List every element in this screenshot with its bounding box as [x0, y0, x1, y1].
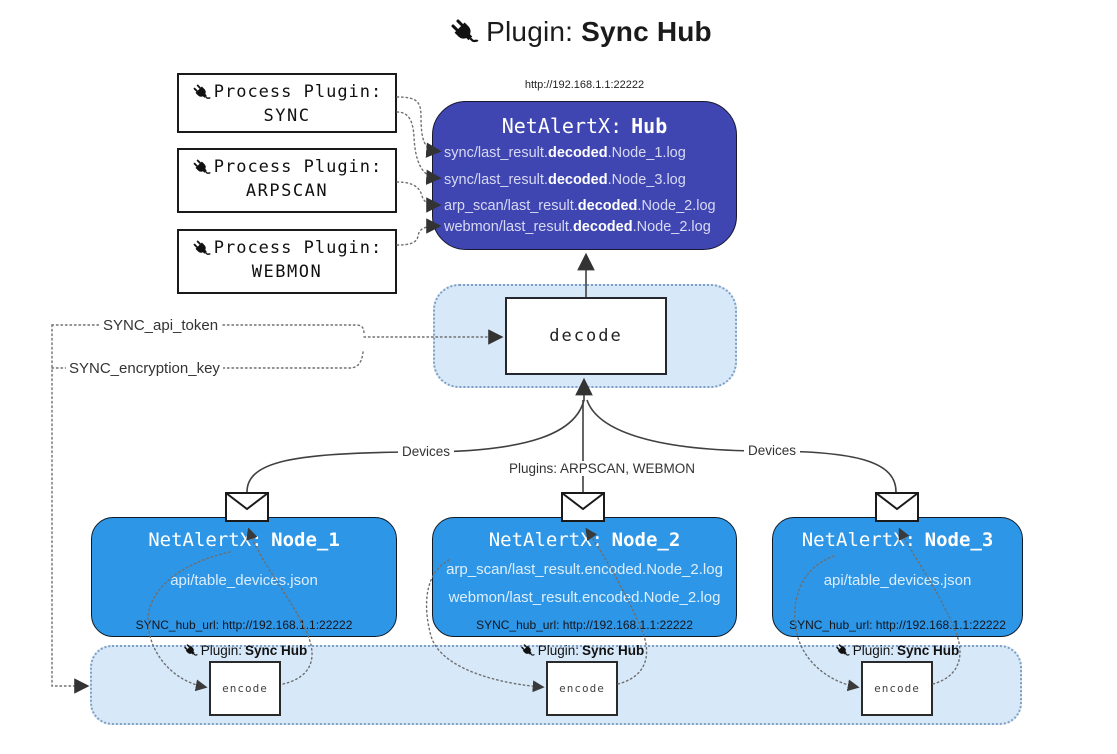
plug-icon: [182, 643, 198, 658]
node-title-prefix: NetAlertX:: [148, 529, 263, 551]
process-plugin-name: SYNC: [263, 106, 311, 126]
log-post: .Node_2.log: [637, 198, 716, 214]
sync-encryption-key-label: SYNC_encryption_key: [66, 360, 223, 377]
plug-icon: [191, 238, 211, 258]
log-pre: sync/last_result.: [444, 145, 548, 161]
encode-box: encode: [861, 661, 933, 716]
encode-box: encode: [209, 661, 281, 716]
title-name: Sync Hub: [581, 16, 712, 47]
devices-edge-label-right: Devices: [744, 443, 801, 458]
hub-title-name: Hub: [631, 114, 668, 138]
node-file: api/table_devices.json: [823, 572, 972, 589]
hub-title: NetAlertX: Hub: [433, 114, 736, 138]
node-title: NetAlertX: Node_3: [773, 529, 1022, 551]
log-pre: arp_scan/last_result.: [444, 198, 578, 214]
plug-icon: [449, 17, 480, 47]
node-box-node-1: NetAlertX:Node_1 api/table_devices.json …: [91, 517, 397, 637]
edge-sync-to-log2: [396, 111, 442, 186]
hub-title-prefix: NetAlertX:: [501, 114, 623, 138]
log-pre: sync/last_result.: [444, 172, 548, 188]
badge-prefix: Plugin:: [537, 643, 579, 658]
log-bold: decoded: [572, 219, 633, 235]
process-plugin-box-sync: Process Plugin: SYNC: [177, 73, 397, 133]
process-plugin-name: WEBMON: [251, 262, 323, 282]
process-plugin-box-webmon: Process Plugin: WEBMON: [177, 229, 397, 294]
devices-edge-label-left: Devices: [398, 444, 455, 459]
plug-icon: [191, 82, 211, 102]
process-plugin-label: Process Plugin:: [213, 157, 383, 177]
badge-name: Sync Hub: [245, 643, 308, 658]
node-box-node-2: NetAlertX: Node_2 arp_scan/last_result.en…: [432, 517, 737, 637]
log-post: .Node_3.log: [607, 172, 686, 188]
hub-box: NetAlertX:Hub sync/last_result.decoded.N…: [432, 101, 737, 250]
badge-name: Sync Hub: [582, 643, 645, 658]
encode-plugin-badge: Plugin:Sync Hub: [175, 643, 315, 658]
node-file: webmon/last_result.encoded.Node_2.log: [448, 589, 721, 606]
edge-webmon-to-log4: [396, 218, 442, 246]
node-hub-url: SYNC_hub_url: http://192.168.1.1:22222: [789, 618, 1006, 632]
envelope-icon: [875, 492, 919, 522]
envelope-icon: [225, 492, 269, 522]
process-plugin-label: Process Plugin:: [213, 238, 383, 258]
badge-prefix: Plugin:: [200, 643, 242, 658]
node-hub-url: SYNC_hub_url: http://192.168.1.1:22222: [476, 618, 693, 632]
edge-sync-to-log1: [396, 96, 442, 158]
node-hub-url: SYNC_hub_url: http://192.168.1.1:22222: [135, 618, 353, 632]
log-pre: webmon/last_result.: [444, 219, 573, 235]
hub-log-line: sync/last_result.decoded.Node_1.log: [444, 145, 734, 161]
log-bold: decoded: [547, 172, 608, 188]
process-plugin-box-arpscan: Process Plugin: ARPSCAN: [177, 148, 397, 213]
plug-icon: [519, 643, 535, 658]
node-title-name: Node_2: [611, 529, 681, 551]
node-title-prefix: NetAlertX:: [801, 529, 917, 551]
node-file: api/table_devices.json: [170, 572, 318, 589]
encode-box: encode: [546, 661, 618, 716]
process-plugin-label: Process Plugin:: [213, 82, 383, 102]
encode-plugin-badge: Plugin:Sync Hub: [512, 643, 652, 658]
badge-name: Sync Hub: [897, 643, 960, 658]
hub-log-line: webmon/last_result.decoded.Node_2.log: [444, 219, 734, 235]
node-title: NetAlertX: Node_2: [433, 529, 736, 551]
process-plugin-name: ARPSCAN: [245, 181, 329, 201]
plug-icon: [834, 643, 850, 658]
hub-log-line: arp_scan/last_result.decoded.Node_2.log: [444, 198, 734, 214]
hub-log-line: sync/last_result.decoded.Node_3.log: [444, 172, 734, 188]
page-title: Plugin: Sync Hub: [0, 16, 1117, 48]
badge-prefix: Plugin:: [852, 643, 894, 658]
plug-icon: [191, 157, 211, 177]
title-prefix: Plugin:: [486, 16, 574, 47]
edge-node3-to-decode: [586, 399, 897, 493]
sync-api-token-label: SYNC_api_token: [100, 317, 222, 334]
plugins-edge-label: Plugins: ARPSCAN, WEBMON: [505, 461, 700, 476]
encode-plugin-badge: Plugin:Sync Hub: [827, 643, 967, 658]
edge-config-to-encode-container: [51, 324, 90, 694]
node-file: arp_scan/last_result.encoded.Node_2.log: [446, 561, 723, 578]
node-box-node-3: NetAlertX:Node_3 api/table_devices.json …: [772, 517, 1023, 637]
decode-box: decode: [505, 297, 667, 375]
hub-url-label: http://192.168.1.1:22222: [524, 79, 645, 91]
log-bold: decoded: [547, 145, 608, 161]
node-title: NetAlertX: Node_1: [92, 529, 396, 551]
envelope-icon: [561, 492, 605, 522]
log-post: .Node_1.log: [607, 145, 686, 161]
log-post: .Node_2.log: [632, 219, 711, 235]
node-title-name: Node_1: [271, 529, 340, 551]
node-title-prefix: NetAlertX:: [488, 529, 604, 551]
node-title-name: Node_3: [924, 529, 994, 551]
log-bold: decoded: [577, 198, 638, 214]
edge-arpscan-to-log3: [396, 181, 442, 213]
